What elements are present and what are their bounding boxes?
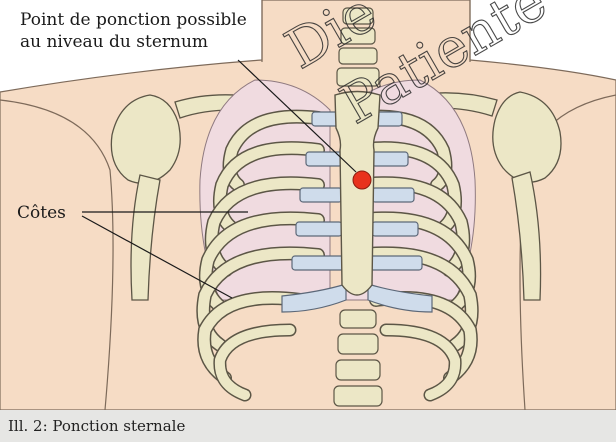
- puncture-label-line-1: Point de ponction possible: [20, 10, 247, 30]
- caption-text: Ill. 2: Ponction sternale: [8, 417, 185, 435]
- puncture-point: [353, 171, 371, 189]
- figure-caption: Ill. 2: Ponction sternale: [0, 410, 616, 442]
- puncture-label-line-2: au niveau du sternum: [20, 32, 208, 52]
- ribs-label: Côtes: [17, 203, 66, 223]
